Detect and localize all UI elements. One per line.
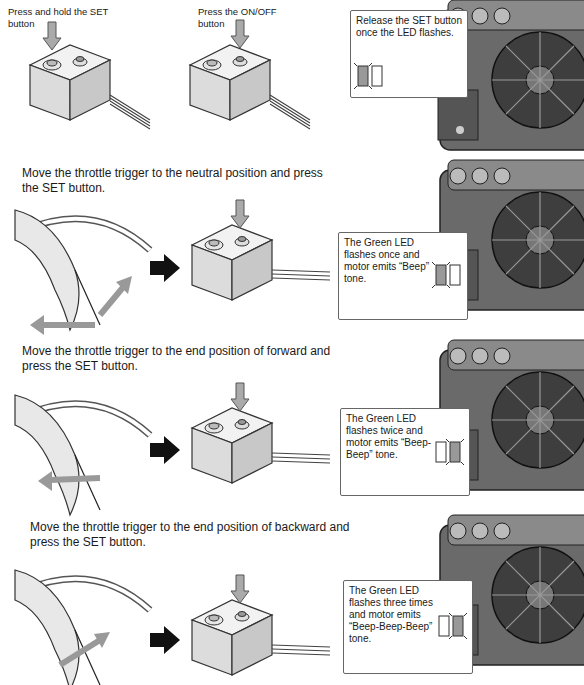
instruction-text: Move the throttle trigger to the neutral…	[22, 166, 332, 195]
callout-text: The Green LED flashes once and motor emi…	[344, 237, 436, 285]
step-label: Press and hold the SET button	[8, 6, 128, 29]
program-box	[30, 45, 110, 120]
callout-text: The Green LED flashes three times and mo…	[349, 585, 441, 645]
ribbon-wire	[270, 95, 310, 129]
led-icon	[439, 613, 467, 639]
instruction-text: Move the throttle trigger to the end pos…	[30, 520, 350, 549]
press-arrow	[231, 20, 249, 48]
press-arrow	[231, 200, 249, 228]
led-icon	[432, 262, 460, 288]
callout-box: The Green LED flashes three times and mo…	[343, 580, 473, 674]
flow-arrow	[150, 254, 180, 282]
callout-box: Release the SET button once the LED flas…	[350, 10, 468, 98]
press-arrow	[43, 22, 61, 50]
program-box	[192, 225, 272, 300]
step-label: Press the ON/OFF button	[198, 6, 288, 29]
program-box	[192, 408, 272, 483]
instruction-text: Move the throttle trigger to the end pos…	[22, 344, 352, 373]
led-icon	[436, 439, 464, 465]
throttle-trigger	[15, 210, 150, 330]
led-icon	[354, 63, 382, 89]
flow-arrow	[150, 436, 180, 464]
program-box	[192, 600, 272, 675]
callout-text: Release the SET button once the LED flas…	[356, 15, 462, 39]
throttle-trigger	[15, 570, 150, 685]
callout-text: The Green LED flashes twice and motor em…	[346, 413, 438, 461]
press-arrow	[231, 383, 249, 411]
throttle-trigger	[15, 395, 150, 515]
motion-arrow	[40, 322, 95, 328]
press-arrow	[231, 575, 249, 603]
callout-box: The Green LED flashes once and motor emi…	[338, 232, 468, 320]
flow-arrow	[150, 626, 180, 654]
callout-box: The Green LED flashes twice and motor em…	[340, 408, 470, 496]
ribbon-wire	[110, 95, 150, 129]
program-box	[190, 45, 270, 120]
